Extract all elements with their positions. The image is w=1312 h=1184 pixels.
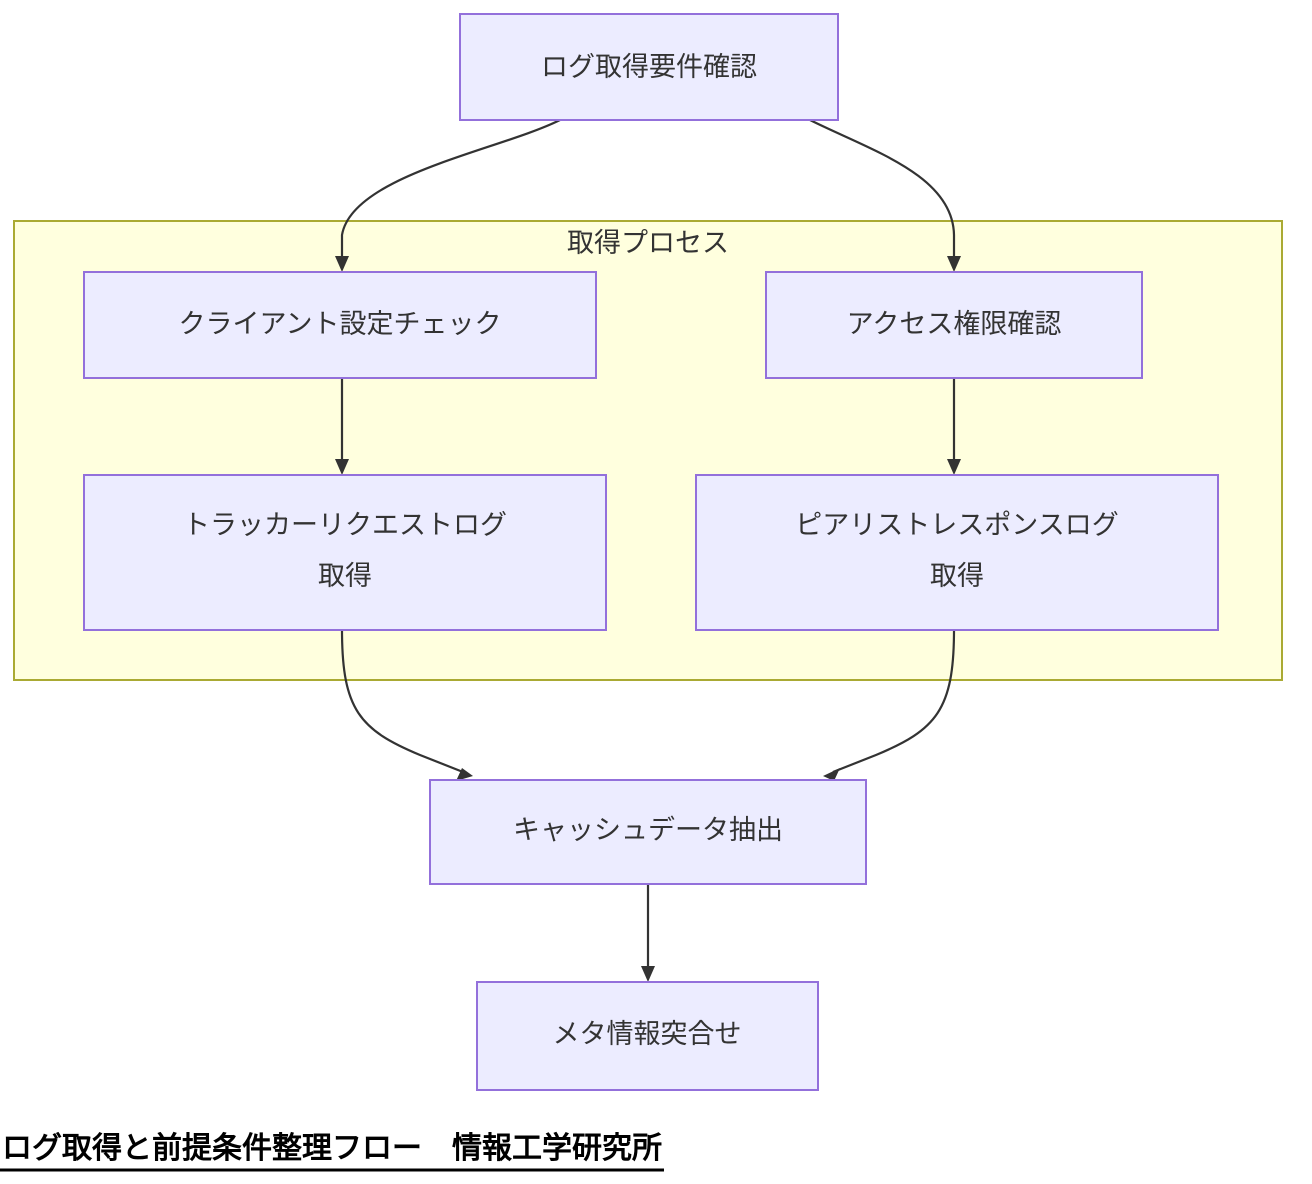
node-label: ログ取得要件確認 — [541, 52, 757, 82]
arrow-head — [335, 459, 349, 475]
node-label: アクセス権限確認 — [847, 309, 1062, 339]
edge-path — [809, 119, 956, 262]
node-peerlist-response-log[interactable]: ピアリストレスポンスログ 取得 — [695, 474, 1219, 631]
node-rect[interactable] — [83, 271, 597, 379]
node-label: メタ情報突合せ — [553, 1019, 742, 1049]
node-label: クライアント設定チェック — [179, 309, 502, 339]
node-label: キャッシュデータ抽出 — [513, 815, 783, 845]
node-tracker-request-log[interactable]: トラッカーリクエストログ 取得 — [83, 474, 607, 631]
node-rect[interactable] — [476, 981, 819, 1091]
edge-access-to-peerlist — [947, 378, 961, 475]
edge-path — [340, 629, 464, 774]
node-rect[interactable] — [429, 779, 867, 885]
arrow-head — [335, 256, 349, 272]
edge-req-to-client — [335, 119, 561, 272]
edge-peerlist-to-cache — [823, 629, 956, 781]
node-cache-data-extract[interactable]: キャッシュデータ抽出 — [429, 779, 867, 885]
diagram-caption: ログ取得と前提条件整理フロー 情報工学研究所 — [2, 1131, 662, 1165]
cluster-label: 取得プロセス — [567, 228, 729, 258]
node-layer: ログ取得要件確認 クライアント設定チェック アクセス権限確認 トラッカーリクエス… — [83, 13, 1219, 1091]
edge-req-to-access — [809, 119, 961, 272]
node-rect[interactable] — [459, 13, 839, 121]
node-meta-info-match[interactable]: メタ情報突合せ — [476, 981, 819, 1091]
node-client-config-check[interactable]: クライアント設定チェック — [83, 271, 597, 379]
node-rect[interactable] — [83, 474, 607, 631]
edge-cache-to-meta — [641, 884, 655, 982]
node-label-line1: トラッカーリクエストログ — [183, 510, 507, 540]
arrow-head — [456, 768, 473, 781]
arrow-head — [823, 768, 840, 781]
edge-client-to-tracker — [335, 378, 349, 475]
edge-tracker-to-cache — [340, 629, 473, 781]
node-label-line1: ピアリストレスポンスログ — [795, 510, 1118, 540]
node-rect[interactable] — [765, 271, 1143, 379]
node-log-requirements[interactable]: ログ取得要件確認 — [459, 13, 839, 121]
arrow-head — [947, 256, 961, 272]
node-rect[interactable] — [695, 474, 1219, 631]
node-label-line2: 取得 — [318, 561, 372, 591]
edge-path — [832, 629, 956, 774]
arrow-head — [641, 966, 655, 982]
node-access-permission-check[interactable]: アクセス権限確認 — [765, 271, 1143, 379]
edge-layer — [335, 119, 961, 982]
arrow-head — [947, 459, 961, 475]
node-label-line2: 取得 — [930, 561, 984, 591]
edge-path — [340, 119, 561, 262]
caption-group: ログ取得と前提条件整理フロー 情報工学研究所 — [0, 1131, 664, 1172]
